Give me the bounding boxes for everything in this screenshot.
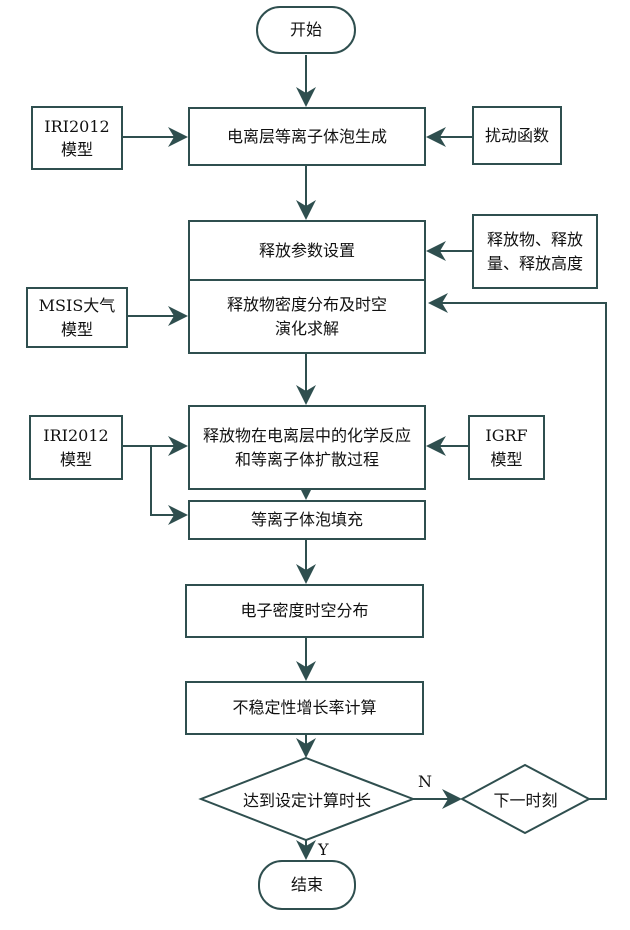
input-iri2012-1: IRI2012模型	[31, 106, 123, 170]
start-terminal: 开始	[256, 6, 356, 54]
input-perturbation: 扰动函数	[472, 106, 562, 165]
step-bubble-filling: 等离子体泡填充	[188, 500, 426, 540]
yes-label: Y	[318, 840, 329, 859]
input-release-params: 释放物、释放量、释放高度	[472, 214, 598, 289]
next-step-diamond	[459, 763, 592, 835]
arrow-iri2-to-step5	[150, 446, 188, 525]
input-msis: MSIS大气模型	[26, 287, 128, 348]
step-density-evolution: 释放物密度分布及时空演化求解	[188, 279, 426, 354]
step-electron-density: 电子密度时空分布	[185, 584, 424, 638]
next-step-label: 下一时刻	[493, 791, 558, 810]
end-label: 结束	[290, 875, 323, 895]
step-bubble-generation: 电离层等离子体泡生成	[188, 107, 426, 166]
input-igrf: IGRF模型	[468, 415, 545, 480]
step-growth-rate: 不稳定性增长率计算	[185, 681, 424, 735]
decision-label: 达到设定计算时长	[242, 791, 371, 810]
start-label: 开始	[289, 20, 322, 40]
step-chemistry-diffusion: 释放物在电离层中的化学反应和等离子体扩散过程	[188, 405, 426, 490]
input-iri2012-2: IRI2012模型	[29, 415, 123, 480]
decision-diamond	[198, 756, 416, 842]
loop-back-line	[428, 293, 607, 800]
no-label: N	[418, 772, 432, 791]
end-terminal: 结束	[258, 860, 356, 910]
step-release-params: 释放参数设置	[188, 220, 426, 281]
